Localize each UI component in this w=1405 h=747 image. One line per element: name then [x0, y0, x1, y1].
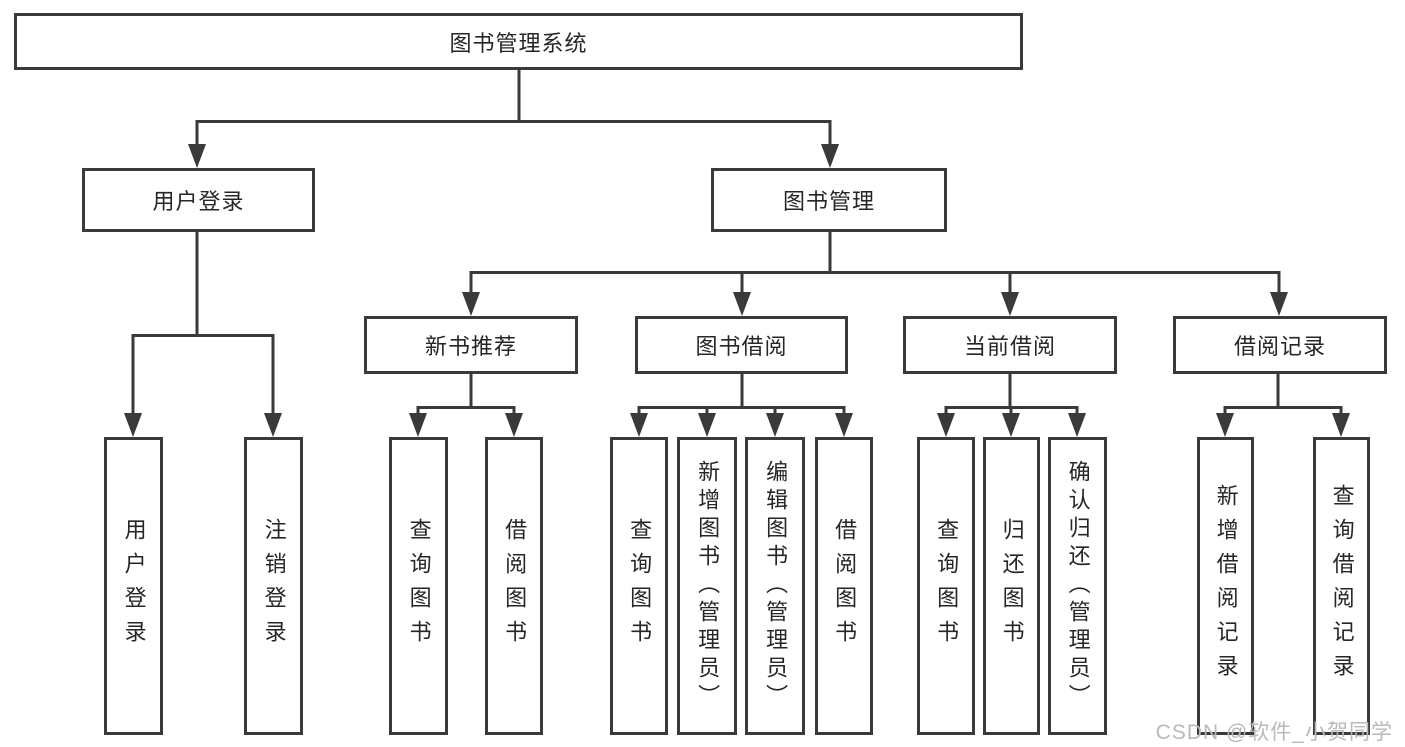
node-label: 查询图书: [406, 518, 432, 654]
node-label: 编辑图书（管理员）: [763, 460, 789, 712]
node-label: 新增借阅记录: [1213, 484, 1239, 688]
node-label: 确认归还（管理员）: [1065, 460, 1091, 712]
node-borrow-books-borrowing: 借阅图书: [815, 437, 873, 735]
node-book-borrowing: 图书借阅: [635, 316, 848, 374]
node-edit-books-admin: 编辑图书（管理员）: [745, 437, 805, 735]
node-search-borrow-record: 查询借阅记录: [1313, 437, 1370, 735]
node-label: 图书管理: [782, 189, 875, 214]
node-search-books-current: 查询图书: [917, 437, 975, 735]
node-label: 新增图书（管理员）: [695, 460, 721, 712]
node-current-borrowing: 当前借阅: [903, 316, 1117, 374]
node-label: 归还图书: [999, 518, 1025, 654]
node-return-books: 归还图书: [983, 437, 1040, 735]
node-confirm-return-admin: 确认归还（管理员）: [1048, 437, 1107, 735]
node-logout: 注销登录: [244, 437, 303, 735]
node-label: 查询借阅记录: [1329, 484, 1355, 688]
node-label: 新书推荐: [424, 334, 517, 359]
node-borrow-books-recommend: 借阅图书: [485, 437, 543, 735]
node-new-book-recommend: 新书推荐: [364, 316, 578, 374]
node-add-books-admin: 新增图书（管理员）: [677, 437, 737, 735]
node-label: 用户登录: [121, 518, 147, 654]
node-label: 当前借阅: [963, 334, 1056, 359]
node-library-management-system: 图书管理系统: [14, 13, 1023, 70]
node-search-books-recommend: 查询图书: [389, 437, 448, 735]
node-label: 借阅图书: [832, 518, 858, 654]
node-label: 注销登录: [261, 518, 287, 654]
node-user-login: 用户登录: [82, 168, 315, 232]
node-label: 图书借阅: [695, 334, 788, 359]
arrowhead-icons: [124, 144, 1350, 437]
node-label: 图书管理系统: [449, 30, 588, 56]
node-user-login-leaf: 用户登录: [104, 437, 163, 735]
watermark-text: CSDN @软件_小贺同学: [1155, 721, 1393, 744]
node-label: 用户登录: [152, 189, 245, 214]
node-add-borrow-record: 新增借阅记录: [1197, 437, 1254, 735]
node-label: 借阅图书: [502, 518, 528, 654]
node-search-books-borrowing: 查询图书: [610, 437, 668, 735]
node-label: 借阅记录: [1233, 334, 1326, 359]
node-book-management: 图书管理: [711, 168, 947, 232]
node-label: 查询图书: [627, 518, 653, 654]
node-borrowing-records: 借阅记录: [1173, 316, 1387, 374]
node-label: 查询图书: [934, 518, 960, 654]
